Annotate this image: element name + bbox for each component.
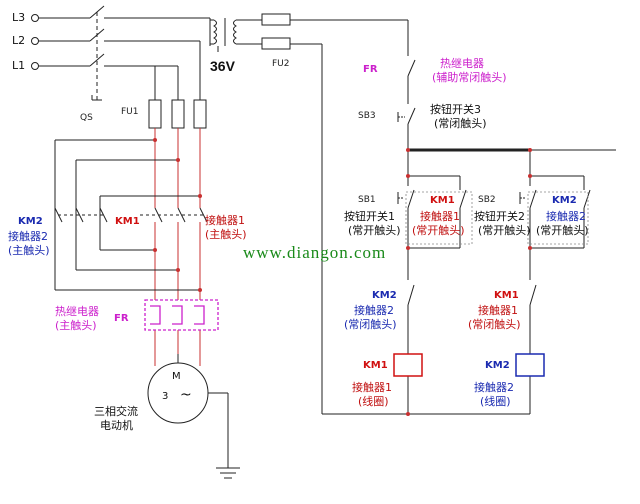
fr-power-tag: FR [114, 313, 129, 324]
km1-nc-tag: KM1 [494, 290, 519, 301]
motor-symbol [147, 354, 240, 479]
fr-ctrl-name-2: (辅助常闭触头) [432, 71, 507, 84]
sb1-tag: SB1 [358, 195, 376, 205]
km2-no-name-2: (常开触头) [536, 224, 589, 237]
transformer [209, 18, 262, 52]
km2-main-tag: KM2 [18, 216, 43, 227]
km1-coil-name-2: (线圈) [358, 395, 389, 408]
junction-dots [153, 138, 202, 292]
km1-no-name-2: (常开触头) [412, 224, 465, 237]
motor-phase: 3 [162, 391, 169, 402]
km1-nc-name-1: 接触器1 [478, 304, 518, 317]
fu1-fuses [148, 40, 207, 129]
motor-name-2: 电动机 [100, 419, 133, 432]
km1-main-contacts [140, 207, 208, 223]
km2-nc-tag: KM2 [372, 290, 397, 301]
contact-frames [405, 191, 589, 245]
km2-nc-name-2: (常闭触头) [344, 318, 397, 331]
qs-label: QS [80, 113, 93, 123]
sb2-name-2: (常开触头) [478, 224, 531, 237]
fr-power-name-1: 热继电器 [55, 305, 99, 318]
km2-coil-name-2: (线圈) [480, 395, 511, 408]
sb3-name-2: (常闭触头) [434, 117, 487, 130]
sb2-tag: SB2 [478, 195, 496, 205]
km1-main-tag: KM1 [115, 216, 140, 227]
km2-nc-name-1: 接触器2 [354, 304, 394, 317]
line-label-l1: L1 [12, 59, 26, 72]
sb3-tag: SB3 [358, 111, 376, 121]
sb3-name-1: 按钮开关3 [430, 103, 481, 116]
fr-thermal-elements [144, 299, 219, 331]
km2-branch [54, 139, 200, 291]
km2-no-name-1: 接触器2 [546, 210, 586, 223]
transformer-voltage: 36V [210, 58, 235, 74]
km2-no-tag: KM2 [552, 195, 577, 206]
fr-ctrl-name-1: 热继电器 [440, 57, 484, 70]
km1-no-tag: KM1 [430, 195, 455, 206]
km1-main-name-2: (主触头) [205, 228, 247, 241]
control-circuit [322, 20, 616, 415]
motor-m: M [172, 371, 181, 382]
km1-no-name-1: 接触器1 [420, 210, 460, 223]
km2-main-name-1: 接触器2 [8, 230, 48, 243]
km1-nc-name-2: (常闭触头) [468, 318, 521, 331]
km1-coil-tag: KM1 [363, 360, 388, 371]
km2-coil-name-1: 接触器2 [474, 381, 514, 394]
km1-main-name-1: 接触器1 [205, 214, 245, 227]
km2-coil-tag: KM2 [485, 360, 510, 371]
km1-coil-name-1: 接触器1 [352, 381, 392, 394]
km1-coil [393, 353, 423, 377]
motor-name-1: 三相交流 [94, 405, 138, 418]
sb2-name-1: 按钮开关2 [474, 210, 525, 223]
supply-lines [31, 5, 210, 101]
sb1-name-2: (常开触头) [348, 224, 401, 237]
fr-power-name-2: (主触头) [55, 319, 97, 332]
control-junctions [406, 148, 532, 416]
fu2-fuses [261, 13, 408, 414]
km2-coil [515, 353, 545, 377]
fr-ctrl-tag: FR [363, 64, 378, 75]
line-label-l3: L3 [12, 11, 26, 24]
watermark-url: www.diangon.com [243, 243, 387, 262]
motor-ac-symbol: ~ [180, 387, 192, 403]
line-label-l2: L2 [12, 34, 26, 47]
sb1-name-1: 按钮开关1 [344, 210, 395, 223]
fu1-label: FU1 [121, 107, 139, 117]
fu2-label: FU2 [272, 59, 290, 69]
km2-main-name-2: (主触头) [8, 244, 50, 257]
